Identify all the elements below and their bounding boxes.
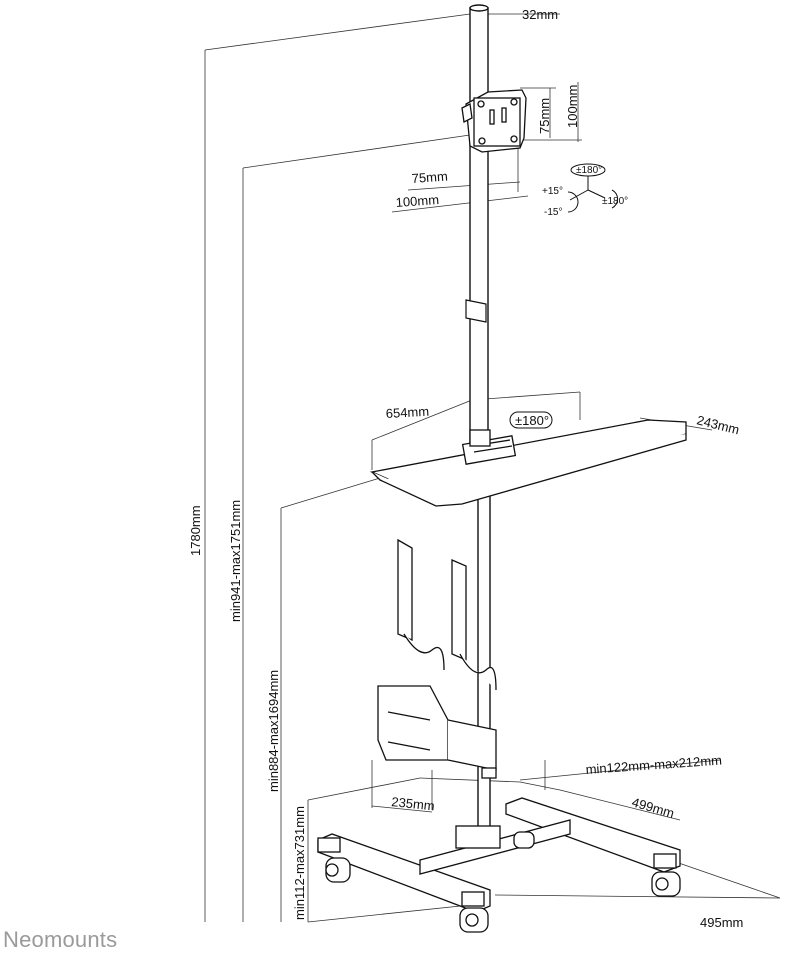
dimension-lines	[204, 13, 781, 923]
shelf-depth-label: 243mm	[695, 412, 741, 437]
shelf-height-range-label: min884-max1694mm	[266, 670, 281, 792]
shelf-rotation-badge	[509, 411, 553, 429]
rotation-top-label: ±180°	[576, 165, 602, 176]
rotation-side-label: ±180°	[602, 196, 628, 207]
vesa-100-vertical-label: 100mm	[565, 85, 580, 128]
vesa-75-horizontal-label: 75mm	[411, 169, 448, 186]
shelf-width-label: 654mm	[385, 404, 429, 421]
cpu-holder-width-range-label: min122mm-max212mm	[585, 753, 722, 777]
vesa-75-vertical-label: 75mm	[537, 98, 552, 134]
cpu-holder-height-range-label: min112-max731mm	[292, 806, 307, 920]
base-depth-label: 499mm	[630, 794, 676, 820]
cpu-holder	[377, 538, 497, 779]
tilt-down-label: -15°	[544, 207, 562, 218]
vesa-plate	[461, 89, 527, 153]
brand-logo: Neomounts	[3, 927, 118, 952]
base-width-label: 495mm	[700, 915, 743, 930]
shelf-rotation-label: ±180°	[515, 413, 549, 428]
pole-diameter-label: 32mm	[522, 7, 558, 22]
vesa-100-horizontal-label: 100mm	[395, 192, 439, 210]
tilt-up-label: +15°	[542, 186, 563, 197]
cable-clip	[465, 299, 487, 323]
monitor-height-range-label: min941-max1751mm	[228, 500, 243, 622]
total-height-label: 1780mm	[188, 505, 203, 556]
rotation-icons	[567, 163, 619, 213]
cpu-holder-depth-label: 235mm	[391, 794, 436, 813]
casters	[325, 831, 681, 933]
keyboard-shelf	[369, 419, 687, 507]
